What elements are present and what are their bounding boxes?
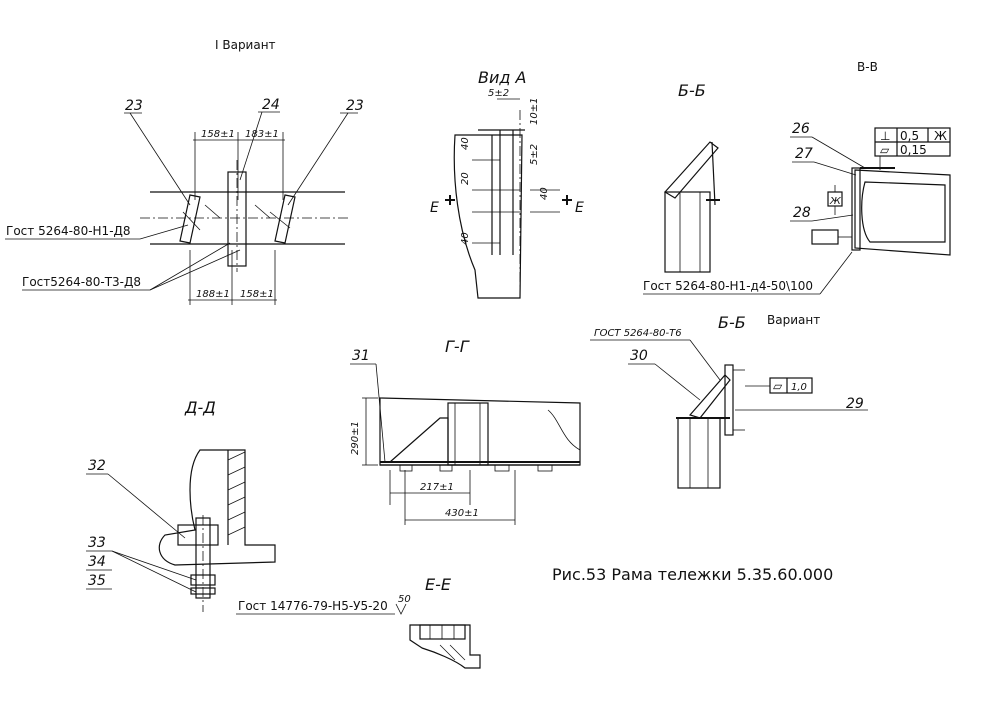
gg-dim-290: 290±1 <box>350 421 361 455</box>
view-gg: Г-Г 290±1 217±1 430±1 31 <box>350 337 581 525</box>
gg-dim-430: 430±1 <box>445 508 479 519</box>
vid-a-dim-10: 10±1 <box>529 98 540 125</box>
view-vv: В-В ⊥ 0,5 Ж ▱ 0,15 Ж 26 27 28 <box>643 60 951 295</box>
callout-27: 27 <box>795 146 813 162</box>
tolerance-datum-zh: Ж <box>934 129 947 143</box>
vid-a-title: Вид А <box>478 68 526 87</box>
callout-23-right: 23 <box>346 98 364 114</box>
callout-32: 32 <box>88 458 106 474</box>
view-dd: Д-Д 32 33 34 35 Гост 14776-79-Н5-У5-20 5… <box>86 398 411 615</box>
view-bb-variant: Б-Б Вариант ГОСТ 5264-80-Т6 ▱ 1,0 30 29 <box>590 313 868 489</box>
vid-a-dim-20: 20 <box>460 172 471 185</box>
weld-note-h1: Гост 5264-80-Н1-Д8 <box>6 224 131 238</box>
vid-a-dim-40-bottom: 40 <box>460 232 471 245</box>
datum-marker-zh: Ж <box>829 196 842 207</box>
figure-caption: Рис.53 Рама тележки 5.35.60.000 <box>552 565 833 584</box>
tolerance-symbol-perp: ⊥ <box>880 129 890 143</box>
bb-variant-subtitle: Вариант <box>767 313 820 327</box>
callout-29: 29 <box>846 396 864 412</box>
section-mark-e-left: Е <box>430 200 439 216</box>
callout-28: 28 <box>793 205 811 221</box>
callout-30: 30 <box>630 348 648 364</box>
vv-title: В-В <box>857 60 878 74</box>
gg-dim-217: 217±1 <box>420 482 454 493</box>
bb-variant-title: Б-Б <box>718 313 746 332</box>
dim-158-top: 158±1 <box>201 129 235 140</box>
view-bb-top: Б-Б <box>664 81 720 273</box>
vv-weld-note: Гост 5264-80-Н1-д4-50\100 <box>643 279 813 293</box>
vid-a-dim-5-side: 5±2 <box>529 144 540 165</box>
bb-tolerance-symbol: ▱ <box>773 379 783 393</box>
tolerance-value-015: 0,15 <box>900 143 927 157</box>
view-vid-a: Вид А 5±2 10±1 5±2 40 20 40 40 Е Е <box>430 68 584 299</box>
variant-1-title: I Вариант <box>215 38 276 52</box>
view-ee: Е-Е <box>409 575 481 669</box>
callout-31: 31 <box>352 348 370 364</box>
vid-a-dim-40-right: 40 <box>539 187 550 200</box>
callout-26: 26 <box>792 121 810 137</box>
dim-183-top: 183±1 <box>245 129 279 140</box>
dd-title: Д-Д <box>184 398 216 417</box>
callout-24: 24 <box>262 97 280 113</box>
dd-weld-mark: 50 <box>398 594 411 605</box>
tolerance-symbol-flat: ▱ <box>880 143 890 157</box>
gg-title: Г-Г <box>445 337 470 356</box>
callout-23-left: 23 <box>125 98 143 114</box>
dd-weld-note: Гост 14776-79-Н5-У5-20 <box>238 599 388 613</box>
view-variant-1: I Вариант 158±1 183±1 188±1 158±1 <box>5 38 364 305</box>
bb-tolerance-value: 1,0 <box>791 382 807 393</box>
ee-title: Е-Е <box>425 575 452 594</box>
dim-158-bottom: 158±1 <box>240 289 274 300</box>
callout-33: 33 <box>88 535 106 551</box>
dim-188-bottom: 188±1 <box>196 289 230 300</box>
callout-35: 35 <box>88 573 106 589</box>
bb-top-title: Б-Б <box>678 81 706 100</box>
vid-a-dim-5-top: 5±2 <box>488 88 509 99</box>
tolerance-value-05: 0,5 <box>900 129 919 143</box>
vid-a-dim-40-top: 40 <box>460 137 471 150</box>
weld-note-t3: Гост5264-80-Т3-Д8 <box>22 275 141 289</box>
section-mark-e-right: Е <box>575 200 584 216</box>
bb-variant-weld-note: ГОСТ 5264-80-Т6 <box>594 328 682 339</box>
callout-34: 34 <box>88 554 106 570</box>
